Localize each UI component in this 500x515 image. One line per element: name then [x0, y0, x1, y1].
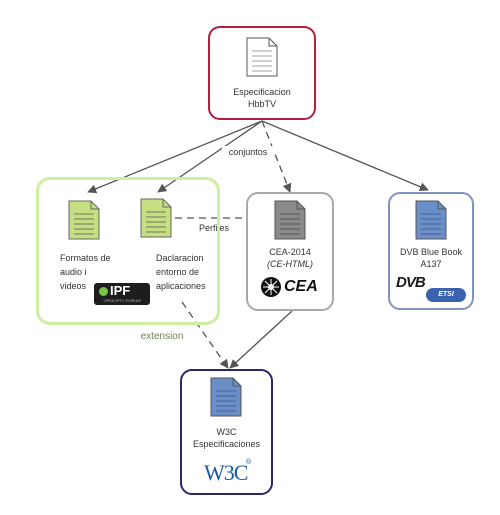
node-hbbtv-label-1: Especificacion: [233, 87, 291, 97]
cea-logo: CEA: [260, 276, 322, 298]
node-cea[interactable]: CEA-2014 (CE-HTML) CEA: [246, 192, 334, 311]
edge-hbbtv-formatos: [87, 120, 263, 194]
edge-hbbtv-declaracion: [157, 120, 263, 193]
node-declaracion-label-1: Daclaracion: [156, 253, 204, 263]
document-gray-icon: [274, 200, 306, 240]
edge-label-perfiles: Perfiles: [192, 222, 236, 234]
w3c-logo: W3C ®: [204, 459, 252, 487]
node-cea-label-1: CEA-2014: [269, 247, 311, 257]
edge-label-conjuntos: conjuntos: [222, 146, 274, 158]
document-green-icon: [68, 200, 100, 240]
node-formatos-label-1: Formatos de: [60, 253, 111, 263]
edge-declaracion-w3c: [181, 301, 229, 369]
dvb-logo: DVB: [396, 274, 426, 291]
etsi-logo-text: ETSI: [438, 291, 454, 298]
ipf-logo-text: IPF: [110, 283, 131, 298]
node-dvb-label-2: A137: [420, 259, 442, 269]
w3c-logo-mark: ®: [246, 459, 252, 466]
node-cea-label-2: (CE-HTML): [267, 259, 313, 269]
w3c-logo-text: W3C: [204, 460, 248, 485]
cea-logo-text: CEA: [284, 278, 318, 295]
cea-logo-star-icon: [261, 277, 281, 297]
document-blue-icon: [415, 200, 447, 240]
node-formatos-label-2: audio i: [60, 267, 87, 277]
node-w3c-label-1: W3C: [216, 427, 237, 437]
edge-hbbtv-cea: [261, 120, 292, 193]
ipf-logo: IPF OPEN IPTV FORUM: [94, 283, 150, 305]
node-hbbtv[interactable]: Especificacion HbbTV: [208, 26, 316, 120]
document-blue-icon: [210, 377, 242, 417]
group-extension-label: extension: [140, 331, 184, 342]
edge-hbbtv-dvb: [261, 120, 429, 192]
node-formatos-label-3: videos: [60, 281, 87, 291]
document-white-icon: [246, 37, 278, 77]
edge-cea-w3c: [229, 310, 293, 369]
node-w3c-label-2: Especificaciones: [192, 439, 261, 449]
document-green-icon: [140, 198, 172, 238]
node-declaracion-label-2: entorno de: [156, 267, 200, 277]
ipf-logo-tagline: OPEN IPTV FORUM: [103, 298, 141, 303]
group-extension: [36, 177, 220, 325]
etsi-logo: ETSI: [426, 288, 466, 302]
node-hbbtv-label-2: HbbTV: [247, 99, 276, 109]
node-dvb-label-1: DVB Blue Book: [399, 247, 463, 257]
node-declaracion-label-3: aplicaciones: [156, 281, 206, 291]
ipf-logo-dot: [99, 287, 108, 296]
node-w3c[interactable]: W3C Especificaciones W3C ®: [180, 369, 273, 495]
node-dvb[interactable]: DVB Blue Book A137 DVB ETSI: [388, 192, 474, 310]
